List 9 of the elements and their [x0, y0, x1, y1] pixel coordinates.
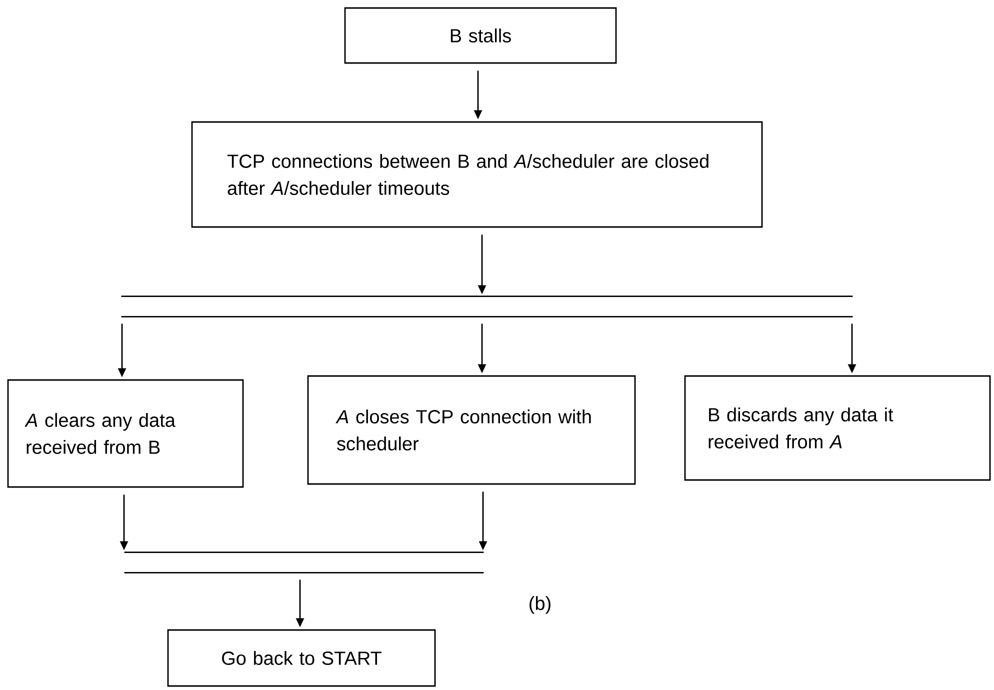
process-box: A clears any data received from B [7, 379, 244, 488]
process-box: B discards any data it received from A [684, 375, 991, 481]
process-box: A closes TCP connection with scheduler [307, 375, 636, 485]
process-box: B stalls [344, 7, 617, 64]
sync-bar [121, 296, 853, 318]
process-box: TCP connections between B and A/scheduler are closed after A/scheduler timeouts [191, 121, 763, 228]
sync-bar [124, 552, 484, 574]
figure-label: (b) [530, 596, 550, 614]
process-box: Go back to START [167, 629, 436, 687]
